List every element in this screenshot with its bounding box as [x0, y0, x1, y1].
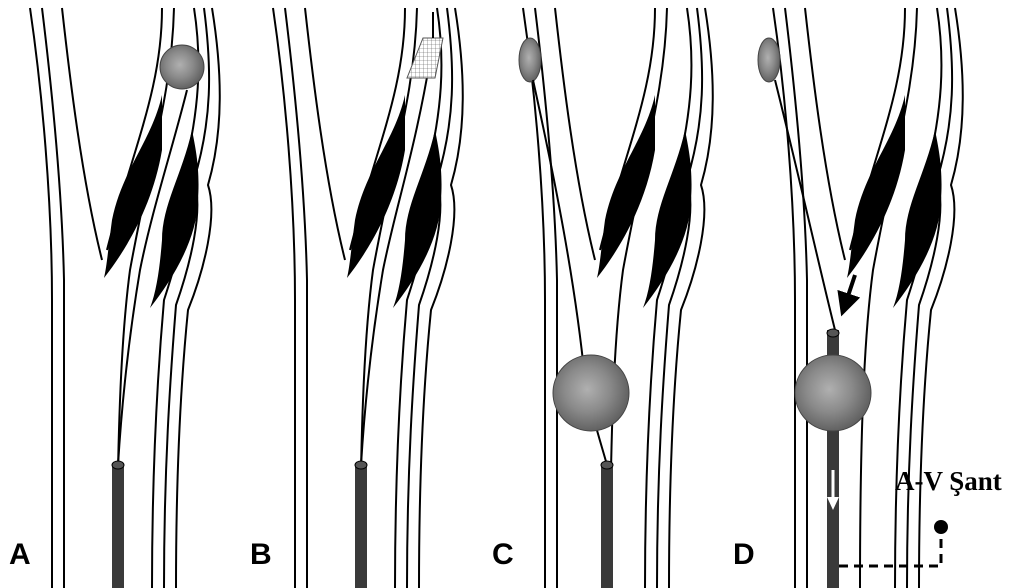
shunt-connector — [934, 520, 948, 534]
embolus-ball — [160, 45, 204, 89]
panel-label-d: D — [733, 538, 755, 572]
proximal-occlusion-balloon — [795, 355, 871, 431]
distal-occlusion-balloon — [758, 38, 780, 82]
panel-b-vessel — [273, 8, 463, 588]
av-shunt-label: A-V Şant — [895, 466, 1002, 497]
panel-c-vessel — [519, 8, 713, 588]
filter-basket — [407, 38, 443, 78]
proximal-occlusion-balloon — [553, 355, 629, 431]
distal-occlusion-balloon — [519, 38, 541, 82]
panel-label-b: B — [250, 538, 272, 572]
panel-d-vessel — [758, 8, 963, 588]
flow-arrow-black — [845, 275, 855, 305]
panel-label-a: A — [9, 538, 31, 572]
panel-label-c: C — [492, 538, 514, 572]
panel-a-vessel — [30, 8, 220, 588]
shunt-tube — [839, 530, 941, 566]
